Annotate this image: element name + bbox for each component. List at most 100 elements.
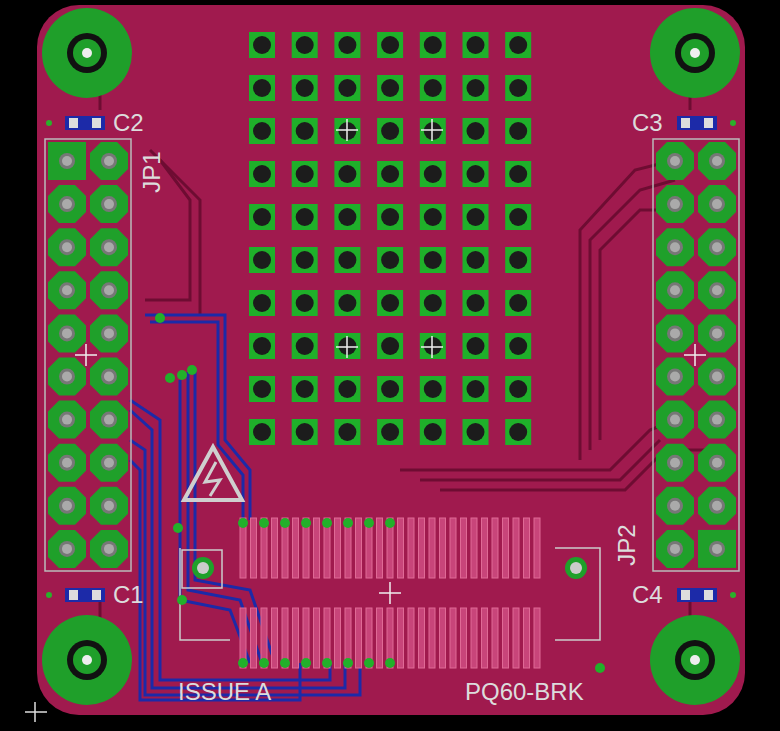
copper-trace (420, 440, 660, 480)
pad-drill (670, 544, 680, 554)
grid-pad (249, 333, 275, 359)
capacitor-pad (681, 590, 690, 600)
silkscreen-label: ISSUE A (178, 680, 271, 704)
pad-drill (667, 196, 683, 212)
grid-pad (463, 419, 489, 445)
header-outline (45, 139, 131, 571)
hole-ring (681, 646, 709, 674)
pad-drill (667, 498, 683, 514)
silkscreen-label: C4 (632, 583, 663, 607)
grid-pad (420, 247, 446, 273)
mounting-hole (650, 615, 740, 705)
header-pad (698, 401, 736, 439)
chip-pad (440, 518, 446, 578)
origin-cross (336, 336, 358, 358)
pad-drill (467, 337, 485, 355)
capacitor (677, 116, 717, 130)
header-pad (656, 444, 694, 482)
header-pad (698, 185, 736, 223)
capacitor (65, 588, 105, 602)
pad-drill (670, 415, 680, 425)
pad-drill (712, 199, 722, 209)
hole-centre (690, 655, 700, 665)
pad-drill (467, 294, 485, 312)
via (155, 313, 165, 323)
pad-drill (59, 541, 75, 557)
pad-drill (712, 328, 722, 338)
grid-pad (463, 32, 489, 58)
via (343, 518, 353, 528)
silkscreen-label: C3 (632, 111, 663, 135)
pad-drill (467, 165, 485, 183)
fiducial (192, 557, 214, 579)
pad-drill (62, 285, 72, 295)
pad-drill (59, 282, 75, 298)
pad-drill (59, 325, 75, 341)
pad-drill (667, 541, 683, 557)
pad-drill (101, 498, 117, 514)
pad-drill (712, 501, 722, 511)
mounting-hole (42, 615, 132, 705)
pad-drill (667, 282, 683, 298)
origin-cross (25, 702, 47, 722)
pad-drill (667, 325, 683, 341)
chip-pad (503, 518, 509, 578)
fiducial (570, 562, 582, 574)
grid-pad (505, 75, 531, 101)
header-pad (90, 271, 128, 309)
pad-drill (667, 455, 683, 471)
grid-pad (505, 419, 531, 445)
grid-pad (377, 376, 403, 402)
header-pad (48, 314, 86, 352)
pad-drill (381, 208, 399, 226)
grid-pad (249, 290, 275, 316)
pad-drill (424, 122, 442, 140)
grid-pad (292, 75, 318, 101)
origin-cross (421, 336, 443, 358)
origin-cross (379, 582, 401, 604)
grid-pad (463, 333, 489, 359)
pad-drill (338, 165, 356, 183)
header-pad (698, 228, 736, 266)
chip-pad (408, 518, 414, 578)
silkscreen-label: PQ60-BRK (465, 680, 584, 704)
pad-drill (62, 415, 72, 425)
pad-drill (253, 36, 271, 54)
header-pad (656, 185, 694, 223)
header-pad (698, 314, 736, 352)
grid-pad (505, 161, 531, 187)
grid-pad (377, 247, 403, 273)
header-pad (48, 358, 86, 396)
header-pad (656, 358, 694, 396)
pad-drill (101, 282, 117, 298)
chip-pad (377, 518, 383, 578)
chip-pad (482, 518, 488, 578)
via (46, 592, 52, 598)
pad-drill (104, 156, 114, 166)
via (280, 518, 290, 528)
capacitor-pad (704, 590, 713, 600)
pad-drill (338, 79, 356, 97)
pad-drill (59, 498, 75, 514)
pad-drill (709, 239, 725, 255)
chip-pad (461, 608, 467, 668)
header-pad (656, 142, 694, 180)
pad-drill (712, 544, 722, 554)
grid-pad (505, 204, 531, 230)
via (595, 663, 605, 673)
grid-pad (420, 419, 446, 445)
pad-drill (338, 294, 356, 312)
pad-drill (670, 242, 680, 252)
header-pad (90, 530, 128, 568)
chip-pad (398, 608, 404, 668)
grid-pad (334, 32, 360, 58)
grid-pad (463, 290, 489, 316)
grid-pad (463, 75, 489, 101)
via (259, 518, 269, 528)
pad-drill (59, 196, 75, 212)
pad-drill (712, 242, 722, 252)
via (385, 518, 395, 528)
pad-drill (467, 208, 485, 226)
pad-drill (296, 423, 314, 441)
